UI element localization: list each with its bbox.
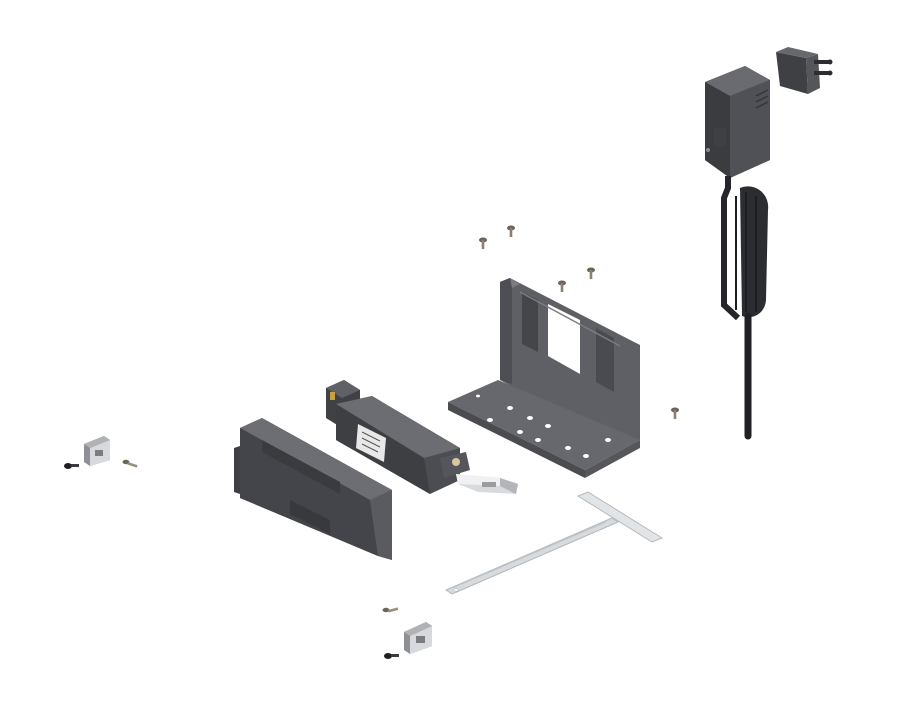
end-cap-left (84, 436, 110, 466)
cover-cap (234, 418, 392, 560)
screw-bottom-black (384, 653, 399, 659)
cable-bundle (721, 176, 769, 440)
mounting-bracket (448, 278, 640, 478)
drive-unit (326, 380, 518, 494)
power-supply (705, 66, 770, 178)
screw-left-brass (122, 459, 138, 468)
screws-top (479, 225, 679, 419)
plug-adapter (776, 47, 833, 94)
screw-bottom-brass (382, 607, 399, 613)
synchronisation-rod (444, 491, 664, 595)
screw-left-black (64, 463, 79, 469)
end-cap-bottom (404, 622, 432, 654)
